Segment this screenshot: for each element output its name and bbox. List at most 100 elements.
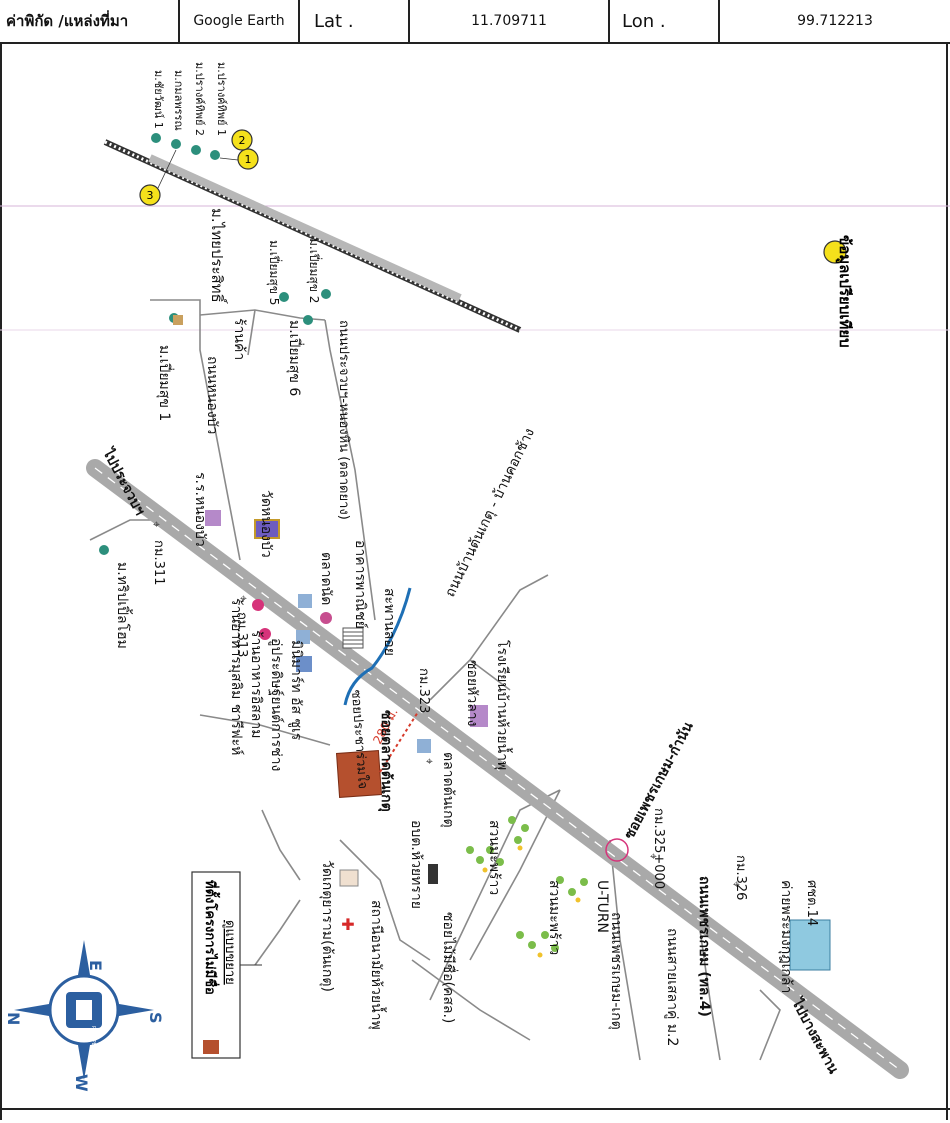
lat-label: Lat . — [314, 10, 354, 32]
map-frame — [0, 42, 948, 1120]
label-health: สถานีอนามัยห้วยน้ำพุ — [368, 900, 387, 1030]
label-rd-bannkok: ถนนบ้านต้นเกตุ - บ้านคอกช้าง — [442, 426, 538, 600]
house-icon — [173, 315, 183, 325]
label-m-prang1: ม.ปรางค์ทิพย์ 1 — [215, 62, 228, 136]
label-shop: ร้านค้า — [231, 318, 247, 360]
km325-icon: ⌖ — [650, 849, 657, 863]
lon-label: Lon . — [622, 10, 666, 32]
u-turn-marker[interactable] — [605, 838, 629, 862]
comparable-1-label: 1 — [245, 153, 252, 166]
label-building: อาคารพาณิชย์ — [352, 540, 369, 629]
coconut-fruit-icons — [482, 845, 581, 958]
label-suan1: สวนมะพร้าว — [486, 820, 502, 895]
compass: PROSPEC E S W N — [4, 940, 165, 1092]
workshop-icon — [296, 630, 310, 644]
site-parcel[interactable] — [335, 750, 383, 798]
label-rest2: ร้านอาหารอิสลาม — [248, 630, 264, 738]
label-m-chaiwat: ม.ชัยวัฒน์ 1 — [152, 70, 165, 129]
label-m-pianshuk1: ม.เปี่ยมสุข 1 — [156, 345, 174, 421]
coord-label: ค่าพิกัด /แหล่งที่มา — [6, 12, 129, 30]
label-km326: กม.326 — [733, 855, 748, 900]
obt-icon — [428, 864, 438, 884]
comparable-3[interactable]: 3 — [139, 184, 161, 206]
label-km323: กม.323 — [416, 668, 431, 713]
footer-bar — [0, 1108, 950, 1123]
km311-icon: ⌖ — [153, 517, 160, 531]
temple-icon — [254, 519, 280, 539]
km326-icon: ⌖ — [733, 877, 740, 891]
label-m-pianshuk2: ม.เปี่ยมสุข 2 — [306, 238, 323, 303]
wat-tonket-icon — [339, 869, 359, 887]
lat-value-cell: 11.709711 — [410, 0, 610, 42]
lon-value: 99.712213 — [797, 13, 873, 29]
label-m-pianshuk5: ม.เปี่ยมสุข 5 — [266, 240, 283, 305]
label-nongbua-rd: ถนนหนองบัว — [204, 356, 220, 434]
label-school: ร.ร.หนองบัว — [192, 472, 208, 547]
label-talad-nad: ตลาดนัด — [318, 552, 334, 605]
label-m-trip: ม.ทริปเปิ้ลโฮม — [114, 562, 133, 649]
compass-w-label: W — [72, 1074, 91, 1092]
label-army2: ศชต.14 — [804, 880, 819, 926]
river — [343, 587, 412, 706]
label-bridge: สะพานลอย — [381, 588, 397, 656]
site-legend-expand[interactable]: ดูแบบขยาย — [222, 920, 237, 985]
label-wat-nongbua: วัดหนองบัว — [258, 490, 274, 558]
army-camp-icon — [789, 919, 831, 971]
lon-value-cell: 99.712213 — [720, 0, 950, 42]
coconut-plantation-icons — [466, 816, 588, 952]
header-bar: ค่าพิกัด /แหล่งที่มา Google Earth Lat . … — [0, 0, 950, 44]
label-phet-rd2: ถนนเพชรเกษม-เกตุ — [608, 912, 624, 1030]
coord-label-cell: ค่าพิกัด /แหล่งที่มา — [0, 0, 180, 42]
km323-icon: ⌖ — [426, 754, 433, 768]
label-m-pianshuk6: ม.เปี่ยมสุข 6 — [286, 320, 304, 396]
label-rd-nonghin: ถนนประจวบฯ-หนองหิน (ตลาดยาง) — [336, 320, 351, 520]
market-icon — [298, 594, 312, 608]
source-value: Google Earth — [193, 13, 285, 29]
site-legend-label: ที่ตั้งโครงการไม่มีชื่อ — [202, 880, 221, 995]
lat-value: 11.709711 — [471, 13, 547, 29]
compass-n-label: N — [4, 1012, 23, 1025]
compare-legend-label: ข้อมูลเปรียบเทียบ — [835, 235, 854, 348]
minimart-icon — [296, 656, 312, 672]
label-talad-tonket: ตลาดต้นเกตุ — [440, 752, 456, 828]
comparable-1[interactable]: 1 — [237, 148, 259, 170]
label-rest1: ร้านอาหารมุสลิม ชารีฟะห์ — [228, 598, 245, 755]
village-icons — [99, 133, 331, 555]
label-soi-sai: ถนนสายเสลาคู่ ม.2 — [664, 928, 680, 1046]
label-soi-mai: ซอยไม้มีชื่อ(คสล.) — [440, 912, 458, 1023]
label-army: ค่ายพระมงกุฎเกล้า — [778, 880, 794, 993]
label-km325: กม.325+000 — [651, 808, 666, 889]
label-m-thai: ม.ไทยประสิทธิ์ — [208, 208, 228, 305]
label-km311: กม.311 — [151, 540, 166, 585]
compass-s-label: S — [146, 1012, 165, 1024]
label-m-prang2: ม.ปรางค์ทิพย์ 2 — [193, 62, 206, 136]
compare-legend-dot — [823, 240, 847, 264]
prospec-logo-text: PROSPEC — [90, 1026, 96, 1050]
label-m-kamala: ม.กมลพรรณ — [172, 70, 185, 131]
comparable-3-label: 3 — [147, 189, 154, 202]
lat-label-cell: Lat . — [300, 0, 410, 42]
label-soi-rak: ซอยประชาร่วมใจ — [348, 689, 371, 789]
label-soi-talad: ซอยตลาดต้นเกตุ — [378, 710, 394, 812]
restaurant-icon-2 — [259, 628, 271, 640]
label-obt: อบต.ห้วยทราย — [408, 820, 424, 909]
label-soi-hua: ซอยหัวลาง — [464, 660, 480, 726]
label-wat-tonket: วัดเกตุยาราม(ต้นเกตุ) — [319, 860, 335, 992]
km313-icon: ⌖ — [240, 591, 247, 605]
school-icon — [205, 510, 221, 526]
market-pin-icon — [320, 612, 332, 624]
source-cell: Google Earth — [180, 0, 300, 42]
label-u-turn: U-TURN — [594, 880, 610, 933]
railway — [103, 139, 522, 333]
label-km313: กม.313 — [234, 612, 249, 657]
label-seven: มินิมาร์ท อัส ซูเร — [288, 640, 305, 741]
comparable-2[interactable]: 2 — [231, 129, 253, 151]
highway-phetkasem — [86, 459, 909, 1079]
site-legend-swatch — [203, 1040, 219, 1054]
tonket-market-icon — [417, 739, 431, 753]
comparable-2-label: 2 — [239, 134, 246, 147]
compass-e-label: E — [86, 960, 105, 971]
label-phet-rd: ถนนเพชรเกษม (ทล.4) — [696, 876, 712, 1017]
road-parallel — [148, 154, 462, 302]
